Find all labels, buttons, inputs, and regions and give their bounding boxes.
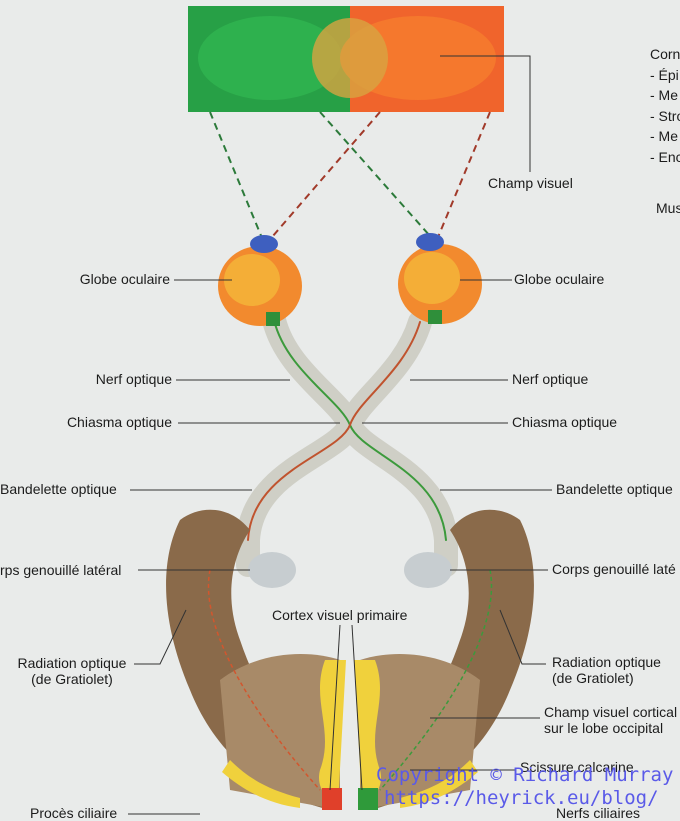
lgn-right-label: Corps genouillé laté bbox=[552, 561, 676, 577]
chiasm-right-label: Chiasma optique bbox=[512, 414, 618, 430]
cortical-field-line2: sur le lobe occipital bbox=[544, 720, 664, 736]
cornea-list-item: - Enc bbox=[650, 148, 680, 165]
eyeball-left-graphic bbox=[218, 235, 302, 326]
cortical-field-line1: Champ visuel cortical bbox=[544, 704, 678, 720]
ciliary-process-label: Procès ciliaire bbox=[30, 805, 118, 821]
chiasm-left-label: Chiasma optique bbox=[66, 414, 172, 430]
eyeball-left-label: Globe oculaire bbox=[79, 271, 170, 287]
optic-tract-left-label: Bandelette optique bbox=[0, 481, 117, 497]
cornea-list-item: - Épi bbox=[650, 66, 679, 83]
eyeball-right-label: Globe oculaire bbox=[514, 271, 605, 287]
radiation-left-label: Radiation optique (de Gratiolet) bbox=[10, 655, 134, 687]
visual-field-block bbox=[188, 6, 504, 112]
cornea-list-item: - Me bbox=[650, 128, 678, 144]
radiation-right-line1: Radiation optique bbox=[552, 654, 661, 670]
radiation-left-line1: Radiation optique bbox=[17, 655, 127, 671]
lgn-right-graphic bbox=[404, 552, 452, 588]
visual-field-label: Champ visuel bbox=[488, 175, 573, 191]
lgn-left-label: rps genouillé latéral bbox=[0, 562, 122, 578]
cornea-list-item: Corn bbox=[650, 46, 680, 62]
optic-nerve-right-label: Nerf optique bbox=[512, 371, 589, 387]
optic-nerve-left-label: Nerf optique bbox=[95, 371, 172, 387]
optic-tract-right-label: Bandelette optique bbox=[556, 481, 673, 497]
eyeball-right-graphic bbox=[398, 233, 482, 324]
lgn-left-graphic bbox=[248, 552, 296, 588]
cornea-list: Corn - Épi - Me - Stro - Me - Enc bbox=[650, 44, 680, 167]
radiation-right-label: Radiation optique (de Gratiolet) bbox=[552, 654, 661, 686]
radiation-left-line2: (de Gratiolet) bbox=[31, 671, 113, 687]
radiation-right-line2: (de Gratiolet) bbox=[552, 670, 634, 686]
optic-pathway-tubes bbox=[236, 308, 458, 577]
calcarine-label: Scissure calcarine bbox=[520, 759, 634, 775]
blog-url-watermark: https://heyrick.eu/blog/ bbox=[384, 787, 659, 809]
cornea-list-item: - Me bbox=[650, 87, 678, 103]
occipital-lobes-graphic bbox=[166, 509, 534, 810]
cornea-list-item: - Stro bbox=[650, 107, 680, 124]
copyright-watermark: Copyright © Richard Murray bbox=[376, 764, 674, 786]
leader-lines bbox=[128, 279, 552, 815]
primary-cortex-label: Cortex visuel primaire bbox=[272, 607, 408, 623]
visual-field-leader bbox=[440, 55, 531, 172]
muscle-partial-label: Mus bbox=[656, 200, 680, 216]
cortical-field-label: Champ visuel cortical sur le lobe occipi… bbox=[544, 704, 677, 736]
ciliary-nerves-label: Nerfs ciliaires bbox=[556, 805, 641, 821]
projection-lines bbox=[209, 111, 491, 245]
